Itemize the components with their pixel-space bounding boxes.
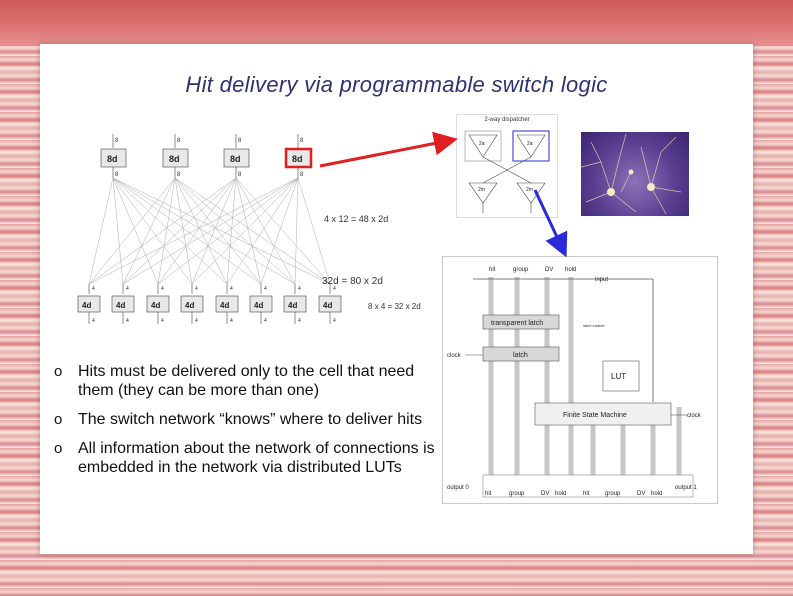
- fsm-svg: hit group DV hold input transparent latc…: [447, 267, 702, 498]
- top-block-label: 8d: [169, 154, 180, 164]
- bottom-input-label: 4: [92, 286, 95, 292]
- bottom-block-label: 4d: [151, 301, 160, 310]
- switch-network-svg: 8 8d 8 8 8d 8 8 8d 8 8 8d 8 4 4d 4 4 4d 4 4 4d 4 4 4d 4 4 4d 4 4 4d…: [77, 134, 421, 324]
- bullet-item: o The switch network “knows” where to de…: [54, 410, 444, 429]
- page-title: Hit delivery via programmable switch log…: [185, 72, 608, 97]
- out-label: group: [605, 491, 621, 497]
- fsm-top-label: group: [513, 267, 529, 273]
- bullet-item: o Hits must be delivered only to the cel…: [54, 362, 444, 400]
- top-block-label: 8d: [230, 154, 241, 164]
- dispatcher-svg: 2a 2a 2m 2m: [464, 130, 550, 213]
- output-0-label: output 0: [447, 485, 469, 491]
- mid-equation: 32d = 80 x 2d: [322, 276, 383, 287]
- bottom-input-label: 4: [195, 286, 198, 292]
- bottom-block-label: 4d: [323, 301, 332, 310]
- dispatcher-title: 2-way dispatcher: [484, 117, 530, 123]
- dispatcher-node-d: 2m: [526, 187, 533, 193]
- top-input-label: 8: [177, 138, 181, 144]
- top-input-label: 8: [300, 138, 304, 144]
- bottom-input-label: 4: [333, 286, 336, 292]
- bullet-text: All information about the network of con…: [78, 440, 435, 476]
- slide: Hit delivery via programmable switch log…: [40, 44, 753, 554]
- highlighted-block: [284, 147, 313, 169]
- bullet-mark: o: [54, 411, 63, 428]
- bottom-output-label: 4: [195, 318, 198, 324]
- bottom-output-label: 4: [92, 318, 95, 324]
- dispatcher-node-c: 2m: [478, 187, 485, 193]
- lut-label: LUT: [611, 372, 626, 381]
- dispatcher-node-a: 2a: [479, 141, 485, 147]
- top-output-label: 8: [115, 172, 119, 178]
- out-label: hit: [583, 491, 590, 497]
- bottom-block-label: 4d: [116, 301, 125, 310]
- bottom-block-label: 4d: [254, 301, 263, 310]
- bullet-text: Hits must be delivered only to the cell …: [78, 363, 415, 399]
- bottom-block-label: 4d: [82, 301, 91, 310]
- top-output-label: 8: [300, 172, 304, 178]
- bullet-mark: o: [54, 363, 63, 380]
- bottom-output-label: 4: [230, 318, 233, 324]
- out-label: DV: [637, 491, 645, 497]
- bottom-output-label: 4: [264, 318, 267, 324]
- out-label: hit: [485, 491, 492, 497]
- bullet-item: o All information about the network of c…: [54, 439, 444, 477]
- top-block-label: 8d: [107, 154, 118, 164]
- neuron-image: [580, 132, 689, 216]
- fsm-top-label: DV: [545, 267, 553, 273]
- out-label: hold: [651, 491, 662, 497]
- top-input-label: 8: [238, 138, 242, 144]
- fsm-top-label: hit: [489, 267, 496, 273]
- top-banner: [0, 0, 793, 46]
- fsm-diagram: hit group DV hold input transparent latc…: [442, 256, 718, 504]
- bottom-input-label: 4: [126, 286, 129, 292]
- bottom-input-label: 4: [161, 286, 164, 292]
- bottom-output-label: 4: [126, 318, 129, 324]
- bullet-list: o Hits must be delivered only to the cel…: [54, 362, 444, 487]
- switch-network-diagram: 8 8d 8 8 8d 8 8 8d 8 8 8d 8 4 4d 4 4 4d 4 4 4d 4 4 4d 4 4 4d 4 4 4d…: [66, 134, 438, 346]
- dispatcher-diagram: 2-way dispatcher 2a 2a 2m 2m: [456, 114, 558, 218]
- latch-enable-label: latch enable: [583, 323, 605, 328]
- bottom-input-label: 4: [230, 286, 233, 292]
- bottom-block-label: 4d: [220, 301, 229, 310]
- bottom-equation: 8 x 4 = 32 x 2d: [368, 302, 421, 311]
- top-block: [223, 148, 250, 168]
- neuron-svg: [580, 133, 682, 215]
- fsm-top-label: hold: [565, 267, 576, 273]
- top-block: [162, 148, 189, 168]
- top-output-label: 8: [177, 172, 181, 178]
- bullet-text: The switch network “knows” where to deli…: [78, 411, 423, 428]
- top-block-label: 8d: [292, 154, 303, 164]
- top-input-label: 8: [115, 138, 119, 144]
- bottom-output-label: 4: [298, 318, 301, 324]
- bottom-block-label: 4d: [185, 301, 194, 310]
- bottom-output-label: 4: [161, 318, 164, 324]
- output-1-label: output 1: [675, 485, 697, 491]
- top-equation: 4 x 12 = 48 x 2d: [324, 214, 388, 224]
- dispatcher-node-b: 2a: [527, 141, 533, 147]
- bottom-input-label: 4: [298, 286, 301, 292]
- clock-left-label: clock: [447, 353, 462, 359]
- top-block: [100, 148, 127, 168]
- latch-label: latch: [513, 352, 528, 359]
- bottom-block-label: 4d: [288, 301, 297, 310]
- bottom-input-label: 4: [264, 286, 267, 292]
- transparent-latch-label: transparent latch: [491, 320, 543, 327]
- out-label: group: [509, 491, 525, 497]
- fsm-input-label: input: [595, 277, 608, 283]
- clock-right-label: clock: [687, 413, 702, 419]
- out-label: DV: [541, 491, 549, 497]
- top-output-label: 8: [238, 172, 242, 178]
- out-label: hold: [555, 491, 566, 497]
- bullet-mark: o: [54, 440, 63, 457]
- fsm-label: Finite State Machine: [563, 412, 627, 419]
- bottom-output-label: 4: [333, 318, 336, 324]
